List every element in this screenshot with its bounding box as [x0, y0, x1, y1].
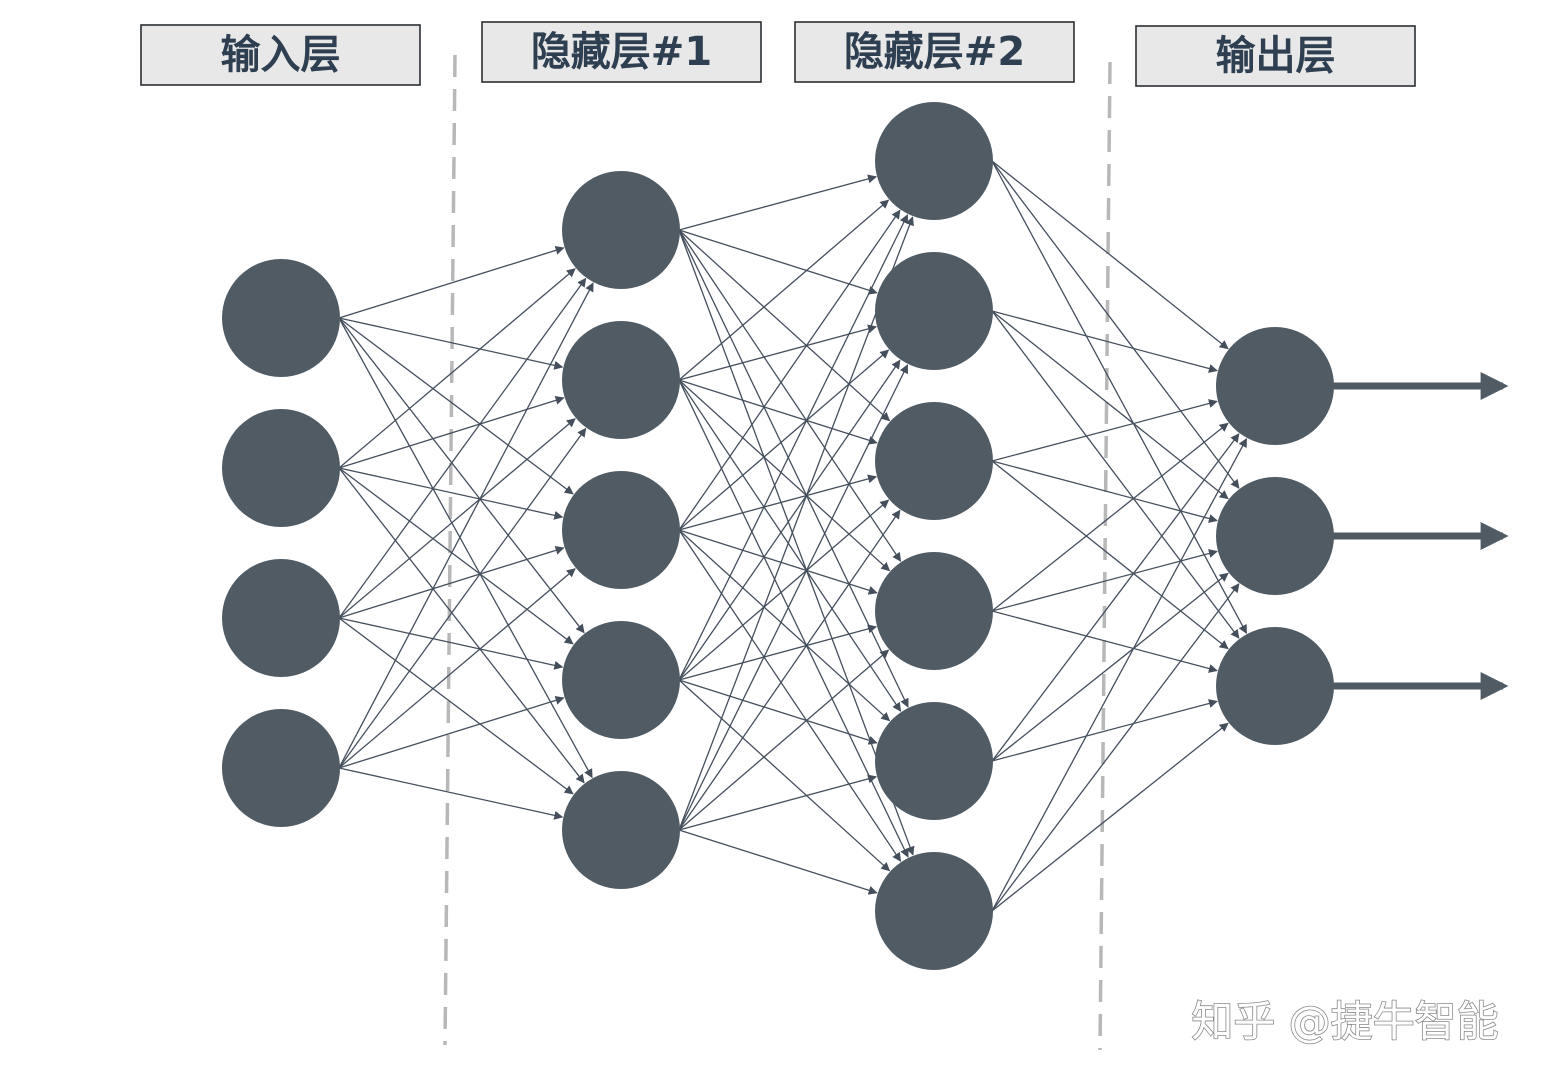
neuron-hidden-1-4 — [562, 621, 680, 739]
edge-hidden-1-1-to-hidden-2-4 — [678, 229, 902, 562]
edge-hidden-1-2-to-hidden-2-3 — [678, 379, 878, 445]
edge-hidden-2-5-to-output-2 — [991, 572, 1229, 762]
edge-hidden-2-4-to-output-1 — [991, 422, 1229, 612]
edge-hidden-2-1-to-output-1 — [991, 160, 1229, 350]
edge-input-1-to-hidden-1-2 — [338, 317, 564, 370]
edge-hidden-1-2-to-hidden-2-6 — [678, 379, 909, 858]
edge-hidden-1-2-to-hidden-2-5 — [678, 379, 902, 712]
edge-input-4-to-hidden-1-5 — [338, 767, 564, 820]
edge-hidden-1-5-to-hidden-2-4 — [678, 649, 890, 831]
edge-input-1-to-hidden-1-3 — [338, 317, 574, 495]
edge-hidden-1-4-to-hidden-2-1 — [678, 214, 909, 681]
neurons — [222, 102, 1334, 970]
edge-input-3-to-hidden-1-4 — [338, 617, 564, 670]
neuron-hidden-2-4 — [875, 552, 993, 670]
edge-hidden-1-4-to-hidden-2-4 — [678, 624, 877, 681]
edge-hidden-2-2-to-output-1 — [991, 310, 1218, 373]
edge-hidden-2-5-to-output-3 — [991, 699, 1218, 762]
edge-input-4-to-hidden-1-3 — [338, 568, 576, 769]
edge-hidden-1-5-to-hidden-2-6 — [678, 829, 878, 895]
edge-hidden-1-1-to-hidden-2-3 — [678, 229, 891, 422]
edge-hidden-1-5-to-hidden-2-1 — [678, 216, 914, 831]
edge-input-2-to-hidden-1-1 — [338, 268, 576, 469]
edge-hidden-2-6-to-output-3 — [991, 722, 1229, 912]
edge-hidden-1-2-to-hidden-2-2 — [678, 324, 877, 381]
edge-hidden-2-5-to-output-1 — [991, 433, 1240, 762]
edge-hidden-1-4-to-hidden-2-6 — [678, 679, 891, 872]
neuron-input-2 — [222, 409, 340, 527]
watermark: 知乎 @捷牛智能 — [1191, 997, 1498, 1046]
neuron-input-4 — [222, 709, 340, 827]
neuron-hidden-1-2 — [562, 321, 680, 439]
divider-input-hidden — [443, 54, 457, 1046]
edge-hidden-2-4-to-output-2 — [991, 549, 1218, 612]
edge-input-1-to-hidden-1-1 — [338, 246, 565, 319]
neuron-output-2 — [1216, 477, 1334, 595]
edge-input-2-to-hidden-1-4 — [338, 467, 574, 645]
neuron-hidden-2-6 — [875, 852, 993, 970]
edge-hidden-2-4-to-output-3 — [991, 610, 1218, 673]
edge-input-2-to-hidden-1-3 — [338, 467, 564, 520]
divider-hidden-output — [1098, 61, 1112, 1051]
edge-hidden-2-3-to-output-2 — [991, 460, 1218, 523]
edge-hidden-1-5-to-hidden-2-3 — [678, 509, 901, 831]
neuron-hidden-1-1 — [562, 171, 680, 289]
edge-input-3-to-hidden-1-1 — [338, 277, 587, 619]
edge-hidden-2-2-to-output-3 — [991, 310, 1240, 639]
edge-hidden-1-1-to-hidden-2-1 — [678, 174, 877, 231]
edge-input-3-to-hidden-1-2 — [338, 418, 576, 619]
edge-hidden-2-1-to-output-2 — [991, 160, 1240, 489]
edge-hidden-2-6-to-output-2 — [991, 583, 1240, 912]
layer-label-hidden-1-text: 隐藏层#1 — [531, 29, 712, 75]
edge-hidden-1-5-to-hidden-2-5 — [678, 774, 877, 831]
edge-hidden-2-3-to-output-3 — [991, 460, 1229, 650]
edge-hidden-1-3-to-hidden-2-3 — [678, 474, 877, 531]
edge-hidden-1-1-to-hidden-2-2 — [678, 229, 878, 295]
layer-label-hidden-2-text: 隐藏层#2 — [844, 29, 1025, 75]
edge-hidden-1-3-to-hidden-2-4 — [678, 529, 878, 595]
edge-input-4-to-hidden-1-4 — [338, 696, 565, 769]
edge-hidden-1-2-to-hidden-2-4 — [678, 379, 891, 572]
neuron-hidden-2-3 — [875, 402, 993, 520]
edge-hidden-2-3-to-output-1 — [991, 399, 1218, 462]
edge-hidden-1-2-to-hidden-2-1 — [678, 199, 890, 381]
edge-input-1-to-hidden-1-5 — [338, 317, 593, 779]
layer-label-output: 输出层 — [1135, 25, 1416, 87]
edge-hidden-1-1-to-hidden-2-5 — [678, 229, 909, 708]
layer-label-hidden-2: 隐藏层#2 — [794, 21, 1075, 83]
layer-label-input-text: 输入层 — [221, 32, 341, 78]
neuron-input-3 — [222, 559, 340, 677]
edge-input-3-to-hidden-1-3 — [338, 546, 565, 619]
output-arrows — [1332, 372, 1509, 700]
neuron-hidden-2-2 — [875, 252, 993, 370]
neuron-hidden-2-5 — [875, 702, 993, 820]
neuron-hidden-1-5 — [562, 771, 680, 889]
edge-input-1-to-hidden-1-4 — [338, 317, 585, 634]
edge-input-3-to-hidden-1-5 — [338, 617, 574, 795]
edge-hidden-1-4-to-hidden-2-2 — [678, 359, 901, 681]
neuron-output-1 — [1216, 327, 1334, 445]
neuron-input-1 — [222, 259, 340, 377]
edge-hidden-2-2-to-output-2 — [991, 310, 1229, 500]
edge-hidden-1-3-to-hidden-2-2 — [678, 349, 890, 531]
connections — [338, 160, 1248, 912]
edge-hidden-1-4-to-hidden-2-3 — [678, 499, 890, 681]
neuron-output-3 — [1216, 627, 1334, 745]
layer-label-output-text: 输出层 — [1216, 33, 1336, 79]
edge-hidden-1-5-to-hidden-2-2 — [678, 364, 909, 831]
edge-input-4-to-hidden-1-2 — [338, 427, 587, 769]
edge-hidden-1-3-to-hidden-2-1 — [678, 209, 901, 531]
neuron-hidden-1-3 — [562, 471, 680, 589]
edge-hidden-1-4-to-hidden-2-5 — [678, 679, 878, 745]
edge-input-2-to-hidden-1-5 — [338, 467, 585, 784]
edge-input-4-to-hidden-1-1 — [338, 282, 594, 769]
layer-label-hidden-1: 隐藏层#1 — [481, 21, 762, 83]
layer-label-input: 输入层 — [140, 24, 421, 86]
edge-hidden-2-6-to-output-1 — [991, 438, 1248, 912]
neuron-hidden-2-1 — [875, 102, 993, 220]
edge-hidden-1-3-to-hidden-2-5 — [678, 529, 891, 722]
edge-hidden-1-3-to-hidden-2-6 — [678, 529, 902, 862]
edge-hidden-1-1-to-hidden-2-6 — [678, 229, 915, 856]
